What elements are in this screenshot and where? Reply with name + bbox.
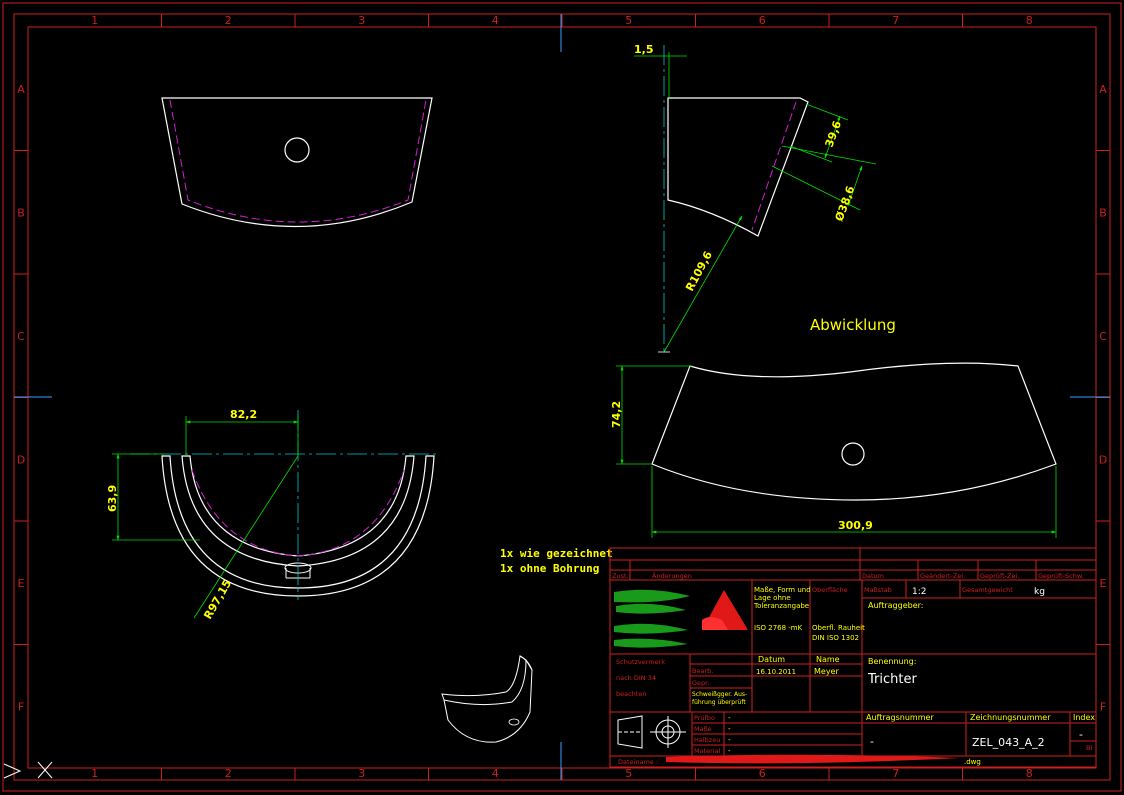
grid-row-label: A (17, 83, 25, 96)
tb-schweiss: Schweißgger. Aus-führung überprüft (692, 691, 747, 706)
dim-depth-top: 63,9 (106, 485, 119, 512)
tb-geprueft: Geprüft-Zei. (980, 572, 1019, 580)
tb-schutz-1: Schutzvermerk (616, 658, 665, 666)
grid-column-label: 1 (91, 767, 98, 780)
tb-massstab-value: 1:2 (912, 587, 926, 597)
tb-schutz-2: nach DIN 34 (616, 674, 656, 682)
tb-gesamtgewicht-unit: kg (1034, 587, 1045, 597)
grid-row-label: C (1099, 330, 1107, 343)
tb-datum-label: Datum (758, 655, 785, 664)
title-block-text: Zust. Änderungen Datum Geändert-Zei. Gep… (612, 571, 1095, 766)
company-logo (614, 589, 960, 764)
grid-column-label: 4 (492, 767, 499, 780)
title-block (609, 547, 1097, 768)
top-view: 82,2 63,9 R97,15 (106, 408, 440, 622)
tb-blatt: Bl (1086, 744, 1092, 752)
grid-row-label: F (1100, 700, 1106, 713)
grid-row-label: F (18, 700, 24, 713)
tb-geprueft-schw: Geprüft-Schw. (1038, 572, 1084, 580)
tb-pruefbo-3: Halbzeu (694, 736, 720, 744)
tb-dash-3: - (728, 736, 731, 744)
grid-column-label: 5 (625, 767, 632, 780)
grid-column-label: 6 (759, 767, 766, 780)
tb-auftraggeber-label: Auftraggeber: (868, 601, 923, 610)
tb-auftragsnummer-label: Auftragsnummer (866, 713, 934, 722)
tb-oberflaeche: Oberfläche (812, 586, 848, 594)
grid-row-label: E (1100, 577, 1107, 590)
grid-row-label: A (1099, 83, 1107, 96)
side-view: 1,5 39,6 Ø38,6 R109,6 (634, 43, 877, 355)
tb-zust: Zust. (612, 572, 629, 580)
grid-column-label: 1 (91, 14, 98, 27)
tb-bearb-name: Meyer (814, 667, 839, 676)
tb-index-label: Index (1073, 713, 1095, 722)
tb-bearb-label: Bearb. (692, 667, 713, 675)
development-title: Abwicklung (810, 316, 896, 334)
grid-row-label: B (17, 206, 25, 219)
projection-symbol-icon (617, 715, 686, 749)
tb-iso: ISO 2768 -mK (754, 624, 803, 632)
tb-zeichnungsnummer-label: Zeichnungsnummer (970, 713, 1051, 722)
grid-column-label: 5 (625, 14, 632, 27)
dim-height: 39,6 (823, 119, 845, 149)
grid-column-label: 2 (225, 14, 232, 27)
grid-column-label: 2 (225, 767, 232, 780)
tb-dateiname-label: Dateiname : (618, 758, 658, 766)
grid-row-label: D (17, 453, 25, 466)
front-view (161, 97, 433, 228)
dim-thickness: 1,5 (634, 43, 654, 56)
tb-dash-4: - (728, 747, 731, 755)
grid-column-label: 4 (492, 14, 499, 27)
dim-dev-height: 74,2 (610, 401, 623, 428)
tb-benennung-label: Benennung: (868, 657, 916, 666)
grid-row-label: E (18, 577, 25, 590)
tb-gesamtgewicht-label: Gesamtgewicht (962, 586, 1013, 594)
tb-schutz-3: beachten (616, 690, 646, 698)
tb-dash-2: - (728, 725, 731, 733)
tb-datum-head: Datum (862, 572, 884, 580)
grid-column-label: 3 (358, 767, 365, 780)
grid-column-label: 8 (1026, 14, 1033, 27)
tb-index-value: - (1079, 728, 1083, 741)
dim-hole: Ø38,6 (833, 184, 858, 223)
dim-dev-width: 300,9 (838, 519, 873, 532)
note-line-2: 1x ohne Bohrung (500, 562, 599, 575)
tb-gepr-label: Gepr. (692, 679, 709, 687)
isometric-view (441, 655, 533, 743)
tb-benennung-value: Trichter (867, 672, 917, 687)
tb-dateiname-ext: .dwg (964, 758, 981, 766)
tb-aenderungen: Änderungen (652, 571, 692, 580)
grid-row-label: C (17, 330, 25, 343)
tb-auftragsnummer-value: - (870, 735, 874, 748)
grid-column-label: 8 (1026, 767, 1033, 780)
tb-massstab-label: Maßstab (864, 586, 892, 594)
dim-width-top: 82,2 (230, 408, 257, 421)
tb-dash-1: - (728, 714, 731, 722)
grid-column-label: 7 (892, 14, 899, 27)
grid-column-label: 7 (892, 767, 899, 780)
note-line-1: 1x wie gezeichnet (500, 547, 613, 560)
tb-pruefbo-4: Material (694, 747, 721, 755)
tb-pruefbo-2: Maße (694, 725, 712, 733)
grid-row-label: D (1099, 453, 1107, 466)
grid-column-label: 3 (358, 14, 365, 27)
grid-column-label: 6 (759, 14, 766, 27)
grid-row-label: B (1099, 206, 1107, 219)
tb-name-label: Name (816, 655, 840, 664)
tb-pruefbo-1: Prüfbo (694, 714, 715, 722)
development-view: Abwicklung 74,2 300,9 (610, 316, 1057, 538)
tb-zeichnungsnummer-value: ZEL_043_A_2 (972, 736, 1045, 749)
tb-geaendert: Geändert-Zei. (920, 572, 965, 580)
tb-bearb-date: 16.10.2011 (756, 668, 796, 676)
